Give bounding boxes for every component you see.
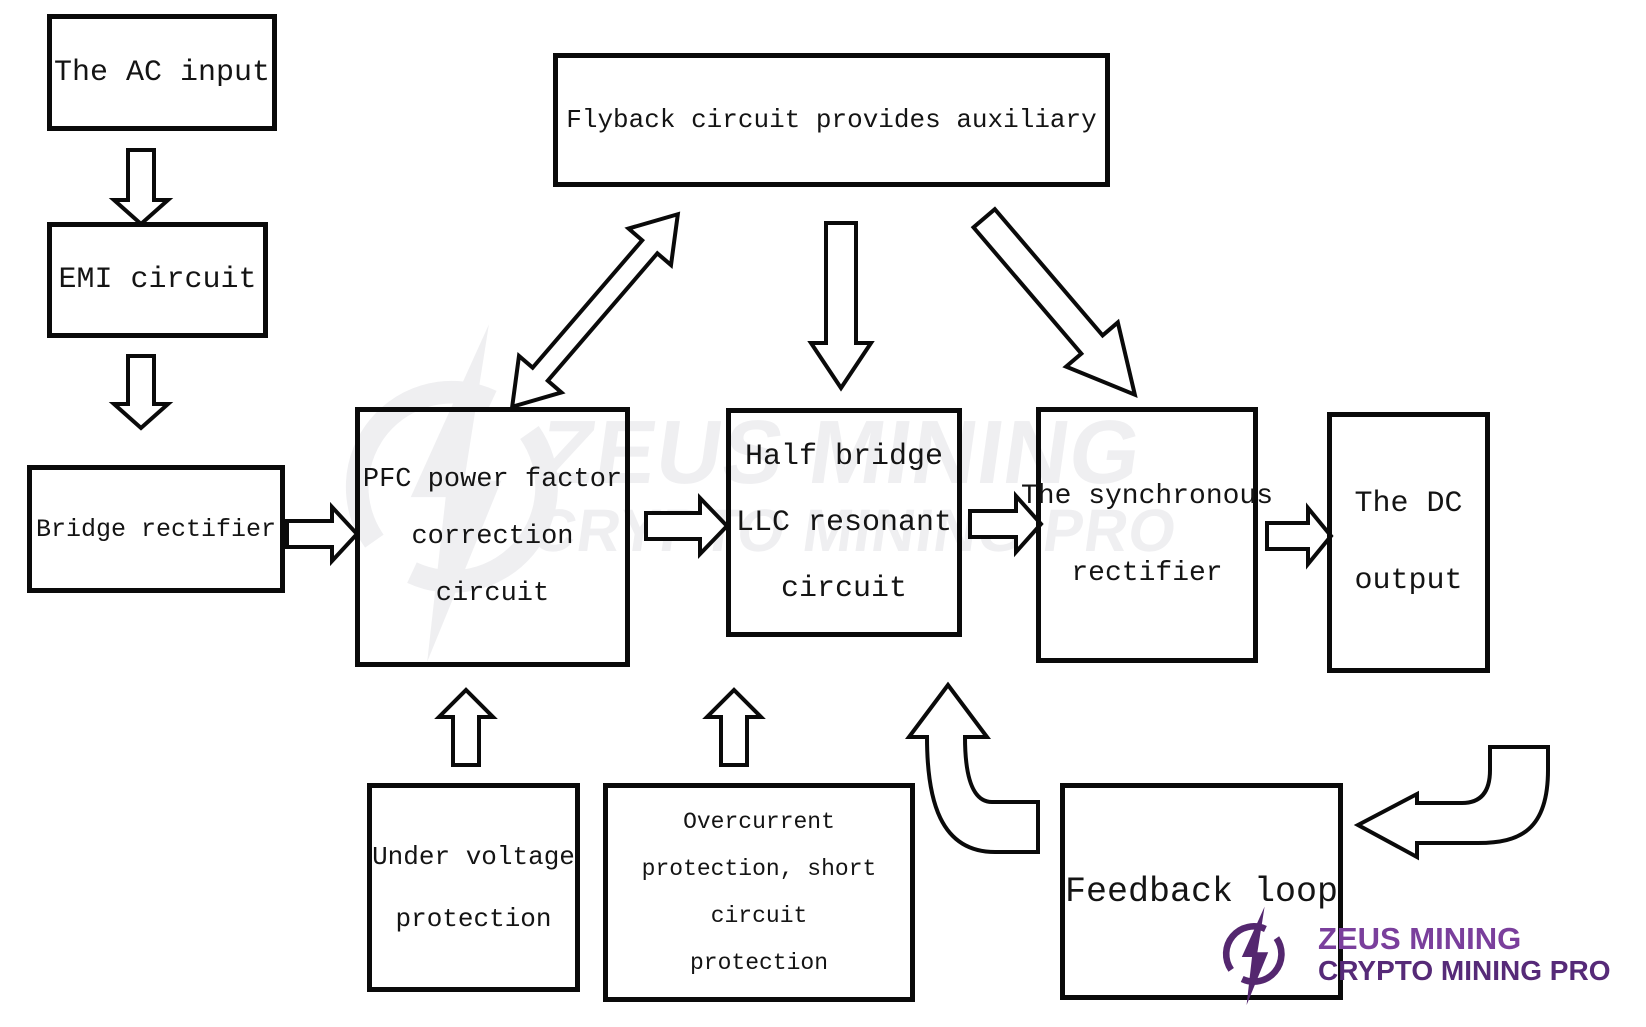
node-flyback-auxiliary: Flyback circuit provides auxiliary (553, 53, 1110, 187)
arrow-flyback-to-sync (970, 206, 1138, 399)
node-overcurrent-protection: Overcurrent protection, short circuit pr… (603, 783, 915, 1002)
node-half-bridge-llc: Half bridge LLC resonant circuit (726, 408, 962, 637)
node-under-voltage-protection: Under voltage protection (367, 783, 580, 992)
node-synchronous-rectifier: The synchronous rectifier (1021, 407, 1273, 663)
arrow-ac-to-emi (108, 148, 174, 227)
logo-brand-line2: CRYPTO MINING PRO (1318, 955, 1611, 986)
node-ac-input: The AC input (47, 14, 277, 131)
arrow-dc-to-feedback-curved (1353, 745, 1550, 861)
node-flyback-auxiliary-label: Flyback circuit provides auxiliary (566, 105, 1097, 135)
node-feedback-loop: Feedback loop (1060, 783, 1343, 1000)
zeus-lightning-bolt-ring-icon (1207, 903, 1303, 1008)
arrow-emi-to-bridge (108, 354, 174, 431)
node-pfc-circuit: PFC power factor correction circuit (355, 407, 630, 667)
node-feedback-loop-label: Feedback loop (1064, 871, 1339, 912)
arrow-feedback-to-halfbridge-curved (905, 681, 1040, 854)
arrow-bridge-to-pfc (285, 501, 360, 567)
node-emi-circuit-label: EMI circuit (58, 263, 257, 297)
node-bridge-rectifier: Bridge rectifier (27, 465, 285, 593)
node-emi-circuit: EMI circuit (47, 222, 268, 338)
arrow-flyback-pfc-double (509, 211, 681, 410)
node-dc-output: The DC output (1327, 412, 1490, 673)
arrow-sync-to-dc (1265, 502, 1334, 570)
arrow-overcurrent-to-halfbridge (702, 687, 766, 767)
arrow-halfbridge-to-sync (968, 490, 1044, 558)
arrow-flyback-to-halfbridge (807, 221, 875, 392)
node-bridge-rectifier-label: Bridge rectifier (35, 514, 277, 544)
node-ac-input-label: The AC input (53, 55, 271, 90)
logo-brand-line1: ZEUS MINING (1318, 921, 1522, 956)
arrow-pfc-to-halfbridge (644, 493, 730, 559)
arrow-undervoltage-to-pfc (434, 687, 498, 767)
